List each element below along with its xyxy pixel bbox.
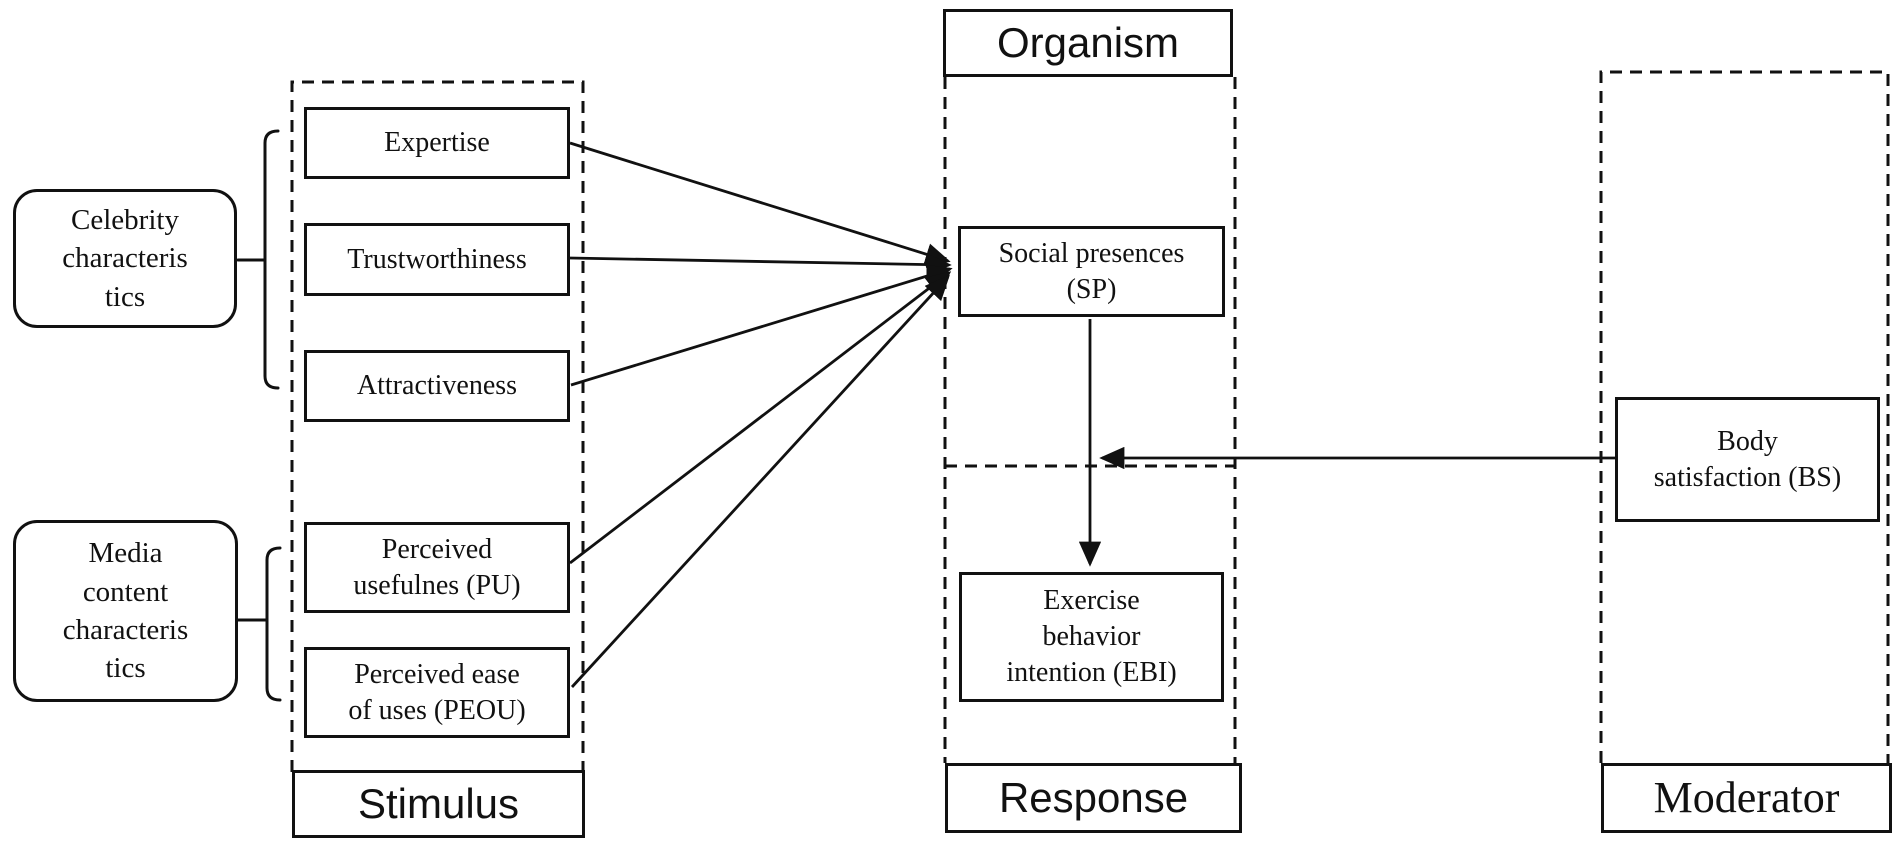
- exercise-behavior-intention-box: Exercise behavior intention (EBI): [959, 572, 1224, 702]
- media-bracket: [265, 546, 282, 702]
- arrow-attractiveness-to-sp: [570, 264, 953, 387]
- perceived-usefulness-box: Perceived usefulnes (PU): [304, 522, 570, 613]
- response-header: Response: [945, 763, 1242, 833]
- celebrity-characteristics-group: Celebrity characteris tics: [13, 189, 237, 328]
- body-satisfaction-box: Body satisfaction (BS): [1615, 397, 1880, 522]
- perceived-ease-of-use-box: Perceived ease of uses (PEOU): [304, 647, 570, 738]
- celebrity-bracket: [263, 129, 280, 390]
- social-presence-box: Social presences (SP): [958, 226, 1225, 317]
- arrow-trustworthiness-to-sp: [569, 253, 952, 276]
- organism-header: Organism: [943, 9, 1233, 77]
- arrow-peou-to-sp: [570, 274, 950, 688]
- expertise-box: Expertise: [304, 107, 570, 179]
- trustworthiness-box: Trustworthiness: [304, 223, 570, 296]
- moderator-dashed-frame: [1599, 70, 1890, 763]
- stimulus-header: Stimulus: [292, 770, 585, 838]
- arrow-expertise-to-sp: [569, 141, 951, 266]
- moderator-header: Moderator: [1601, 763, 1892, 833]
- media-content-characteristics-group: Media content characteris tics: [13, 520, 238, 702]
- arrow-pu-to-sp: [569, 271, 952, 565]
- stimulus-dashed-frame: [290, 80, 585, 772]
- attractiveness-box: Attractiveness: [304, 350, 570, 422]
